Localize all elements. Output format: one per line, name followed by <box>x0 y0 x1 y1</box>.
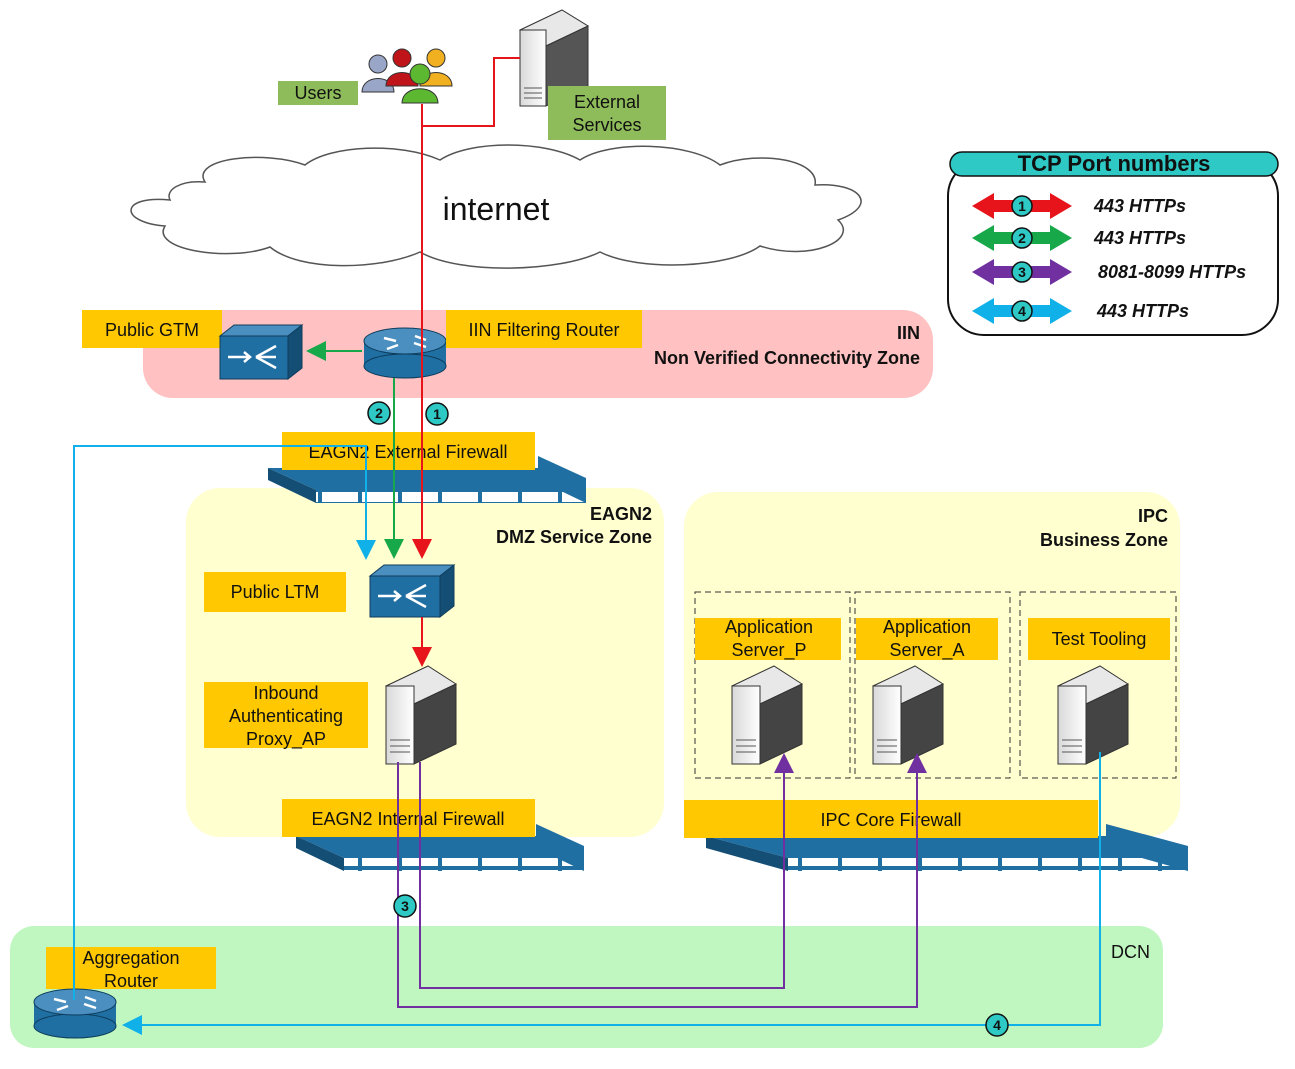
external-firewall-label-bg <box>282 432 535 470</box>
svg-text:3: 3 <box>401 898 409 914</box>
dcn-zone-title: DCN <box>1111 942 1150 962</box>
legend-item-label: 443 HTTPs <box>1093 196 1186 216</box>
public-ltm-label: Public LTM <box>231 582 320 602</box>
legend-item-3: 3 8081-8099 HTTPs <box>972 259 1246 285</box>
flow-3-to-server-a <box>397 753 927 1008</box>
ipc-zone-subtitle: Business Zone <box>1040 530 1168 550</box>
app-server-p-icon <box>730 665 804 765</box>
app-server-a-label-line2: Server_A <box>889 640 964 661</box>
legend-badge <box>1011 195 1033 217</box>
test-tooling-label: Test Tooling <box>1052 629 1147 649</box>
internal-firewall-icon <box>296 824 584 871</box>
eagn2-zone-subtitle: DMZ Service Zone <box>496 527 652 547</box>
external-services-link <box>422 57 520 127</box>
iin-filtering-router-icon <box>363 327 447 379</box>
svg-text:4: 4 <box>993 1017 1001 1033</box>
legend-item-label: 443 HTTPs <box>1093 228 1186 248</box>
public-ltm-label-bg <box>204 572 346 612</box>
app-server-p-label-bg <box>695 618 841 660</box>
iin-zone-subtitle: Non Verified Connectivity Zone <box>654 348 920 368</box>
legend-badge <box>1011 227 1033 249</box>
iin-zone <box>143 310 933 398</box>
test-tooling-server-icon <box>1056 665 1130 765</box>
internet-label: internet <box>443 191 550 227</box>
internal-firewall-label-bg <box>282 799 535 837</box>
proxy-label-line3: Proxy_AP <box>246 729 326 750</box>
aggregation-router-icon <box>33 988 117 1039</box>
public-gtm-label: Public GTM <box>105 320 199 340</box>
external-services-label-line1: External <box>574 92 640 112</box>
app-server-p-label-line2: Server_P <box>731 640 806 661</box>
svg-text:2: 2 <box>375 405 383 421</box>
legend-item-label: 8081-8099 HTTPs <box>1098 262 1246 282</box>
app-server-a-icon <box>871 665 945 765</box>
legend-item-4: 4 443 HTTPs <box>972 298 1189 324</box>
ipc-zone-title: IPC <box>1138 506 1168 526</box>
eagn2-zone-title: EAGN2 <box>590 504 652 524</box>
flow-3-to-server-p <box>419 753 794 989</box>
public-ltm-switch-icon <box>368 563 456 619</box>
legend-item-1: 1 443 HTTPs <box>972 193 1186 219</box>
proxy-label-line2: Authenticating <box>229 706 343 726</box>
app-server-a-label-bg <box>856 618 998 660</box>
svg-text:1: 1 <box>433 406 441 422</box>
ipc-core-firewall-label: IPC Core Firewall <box>820 810 961 830</box>
ipc-core-firewall-label-bg <box>684 800 1098 838</box>
flow-4-lower-line <box>122 752 1101 1035</box>
legend-items: 1 443 HTTPs 2 443 HTTPs 3 8081-8099 HTTPs 4 443… <box>972 193 1246 324</box>
ipc-zone <box>684 492 1180 837</box>
legend-item-2: 2 443 HTTPs <box>972 225 1186 251</box>
proxy-server-icon <box>384 665 458 765</box>
external-services-label-line2: Services <box>572 115 641 135</box>
app-server-p-label-line1: Application <box>725 617 813 637</box>
proxy-label-bg <box>204 682 368 748</box>
internal-firewall-label: EAGN2 Internal Firewall <box>311 809 504 829</box>
legend-badge-number: 3 <box>1018 264 1026 280</box>
badge-2: 2 <box>367 401 391 425</box>
external-firewall-icon <box>268 456 586 503</box>
users-label: Users <box>294 83 341 103</box>
legend-badge-number: 1 <box>1018 198 1026 214</box>
test-tooling-box <box>1019 591 1177 779</box>
aggregation-router-label-line2: Router <box>104 971 158 991</box>
public-gtm-switch-icon <box>218 323 304 381</box>
public-gtm-label-bg <box>82 310 222 348</box>
users-icon <box>361 48 453 104</box>
ipc-core-firewall-icon <box>706 824 1188 871</box>
external-services-label-bg <box>548 86 666 140</box>
legend-badge <box>1011 261 1033 283</box>
legend-badge-number: 2 <box>1018 230 1026 246</box>
legend-item-label: 443 HTTPs <box>1096 301 1189 321</box>
iin-filtering-router-label-bg <box>446 310 642 348</box>
badge-1: 1 <box>425 402 449 426</box>
internet-cloud <box>130 144 862 269</box>
iin-zone-title: IIN <box>897 323 920 343</box>
proxy-label-line1: Inbound <box>253 683 318 703</box>
iin-filtering-router-label: IIN Filtering Router <box>468 320 619 340</box>
legend-title: TCP Port numbers <box>1018 151 1211 176</box>
flow-4-upper-line <box>73 445 376 1000</box>
app-server-a-label-line1: Application <box>883 617 971 637</box>
users-label-bg <box>278 81 358 105</box>
test-tooling-label-bg <box>1028 618 1170 660</box>
legend-badge <box>1011 300 1033 322</box>
badge-4: 4 <box>985 1013 1009 1037</box>
badge-3: 3 <box>393 894 417 918</box>
legend-badge-number: 4 <box>1018 303 1026 319</box>
aggregation-router-label-line1: Aggregation <box>82 948 179 968</box>
